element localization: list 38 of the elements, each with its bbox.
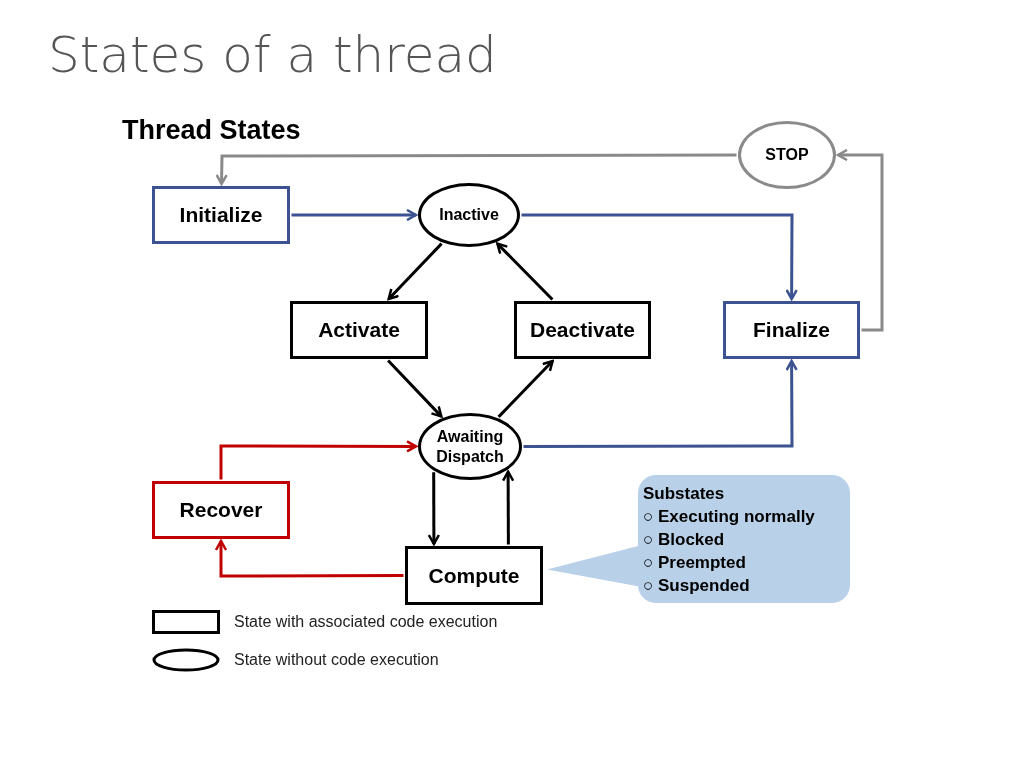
arrow: [523, 359, 798, 448]
list-item: ○ Blocked: [643, 528, 725, 551]
callout-heading: Substates: [643, 482, 725, 505]
state-label: Activate: [318, 317, 400, 344]
state-label: Initialize: [179, 202, 263, 229]
arrow: [497, 359, 554, 418]
state-label: Deactivate: [529, 317, 636, 344]
arrow: [219, 440, 418, 480]
state-box: [290, 301, 428, 359]
state-label: Recover: [179, 497, 263, 524]
slide-title: States of a thread: [48, 30, 497, 80]
list-item: ○ Executing normally: [643, 505, 815, 528]
state-label: STOP: [765, 145, 809, 165]
list-item: ○ Preempted: [643, 551, 746, 574]
state-box: [152, 186, 290, 244]
state-label: Finalize: [753, 317, 830, 344]
state-label: Awaiting Dispatch: [435, 426, 505, 467]
legend-label: State without code execution: [234, 650, 439, 670]
arrow: [387, 242, 443, 301]
callout-bubble: [638, 475, 850, 603]
state-label: Inactive: [439, 205, 499, 225]
arrow: [387, 359, 443, 418]
list-item: ○ Suspended: [643, 574, 750, 597]
state-box: [723, 301, 860, 359]
arrow: [215, 153, 737, 186]
arrow: [836, 148, 884, 332]
state-box: [514, 301, 651, 359]
diagram-heading: Thread States: [122, 114, 301, 147]
legend-label: State with associated code execution: [234, 612, 498, 632]
arrow: [291, 208, 418, 222]
arrow: [214, 539, 404, 578]
state-box: [152, 481, 290, 539]
state-box: [405, 546, 543, 605]
arrow: [521, 213, 798, 301]
arrow: [496, 242, 554, 301]
arrow: [501, 470, 515, 545]
state-label: Compute: [428, 562, 520, 589]
arrow: [427, 472, 441, 546]
